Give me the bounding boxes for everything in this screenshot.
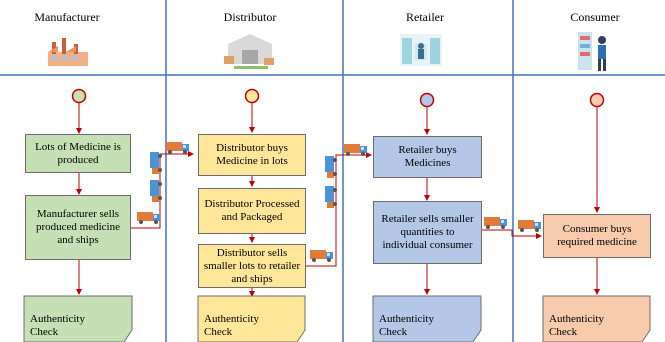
note-shape-consumer xyxy=(542,295,651,342)
start-node-manufacturer xyxy=(71,88,87,104)
authenticity-check-line1: Authenticity xyxy=(30,313,85,325)
connector-distributor-to-retailer xyxy=(306,152,372,267)
authenticity-check-line1: Authenticity xyxy=(549,313,604,325)
authenticity-check-manufacturer: Authenticity Check xyxy=(24,296,132,342)
connector-manufacturer-to-distributor xyxy=(131,151,194,229)
delivery-truck-icon xyxy=(344,144,367,156)
lane-title-consumer: Consumer xyxy=(570,10,620,24)
connector-retailer-to-consumer xyxy=(482,229,542,239)
note-shape-retailer xyxy=(372,295,482,342)
note-shape-manufacturer xyxy=(23,295,133,342)
lane-title-retailer: Retailer xyxy=(406,10,444,24)
factory-icon xyxy=(48,38,88,66)
warehouse-icon xyxy=(224,34,274,69)
box-retailer-buys: Retailer buys Medicines xyxy=(373,136,482,178)
authenticity-check-line2: Check xyxy=(204,326,233,338)
box-distributor-sells: Distributor sells smaller lots to retail… xyxy=(198,244,306,288)
authenticity-check-line1: Authenticity xyxy=(204,313,259,325)
lane-title-distributor: Distributor xyxy=(223,10,277,24)
authenticity-check-line2: Check xyxy=(30,326,59,338)
delivery-truck-icon xyxy=(166,142,189,154)
authenticity-check-retailer: Authenticity Check xyxy=(373,296,481,342)
authenticity-check-line1: Authenticity xyxy=(379,313,434,325)
box-distributor-buys: Distributor buys Medicine in lots xyxy=(198,134,306,176)
authenticity-check-line2: Check xyxy=(379,326,408,338)
pharmacy-store-icon xyxy=(400,34,442,66)
authenticity-check-distributor: Authenticity Check xyxy=(198,296,305,342)
start-node-retailer xyxy=(419,92,435,108)
delivery-truck-icon xyxy=(310,250,333,262)
delivery-truck-icon xyxy=(325,186,337,208)
box-lots-produced: Lots of Medicine is produced xyxy=(25,134,131,173)
note-shape-distributor xyxy=(197,295,306,342)
box-retailer-sells: Retailer sells smaller quantities to ind… xyxy=(373,201,482,264)
delivery-truck-icon xyxy=(484,217,507,229)
box-distributor-processed: Distributor Processed and Packaged xyxy=(198,188,306,234)
lane-title-manufacturer: Manufacturer xyxy=(34,10,100,24)
shopper-icon xyxy=(578,32,606,71)
start-node-consumer xyxy=(589,92,605,108)
delivery-truck-icon xyxy=(325,156,337,178)
authenticity-check-consumer: Authenticity Check xyxy=(543,296,650,342)
delivery-truck-icon xyxy=(137,212,160,224)
start-node-distributor xyxy=(244,88,260,104)
box-manufacturer-sells: Manufacturer sells produced medicine and… xyxy=(25,195,131,260)
box-consumer-buys: Consumer buys required medicine xyxy=(543,214,651,258)
delivery-truck-icon xyxy=(518,220,541,232)
authenticity-check-line2: Check xyxy=(549,326,578,338)
